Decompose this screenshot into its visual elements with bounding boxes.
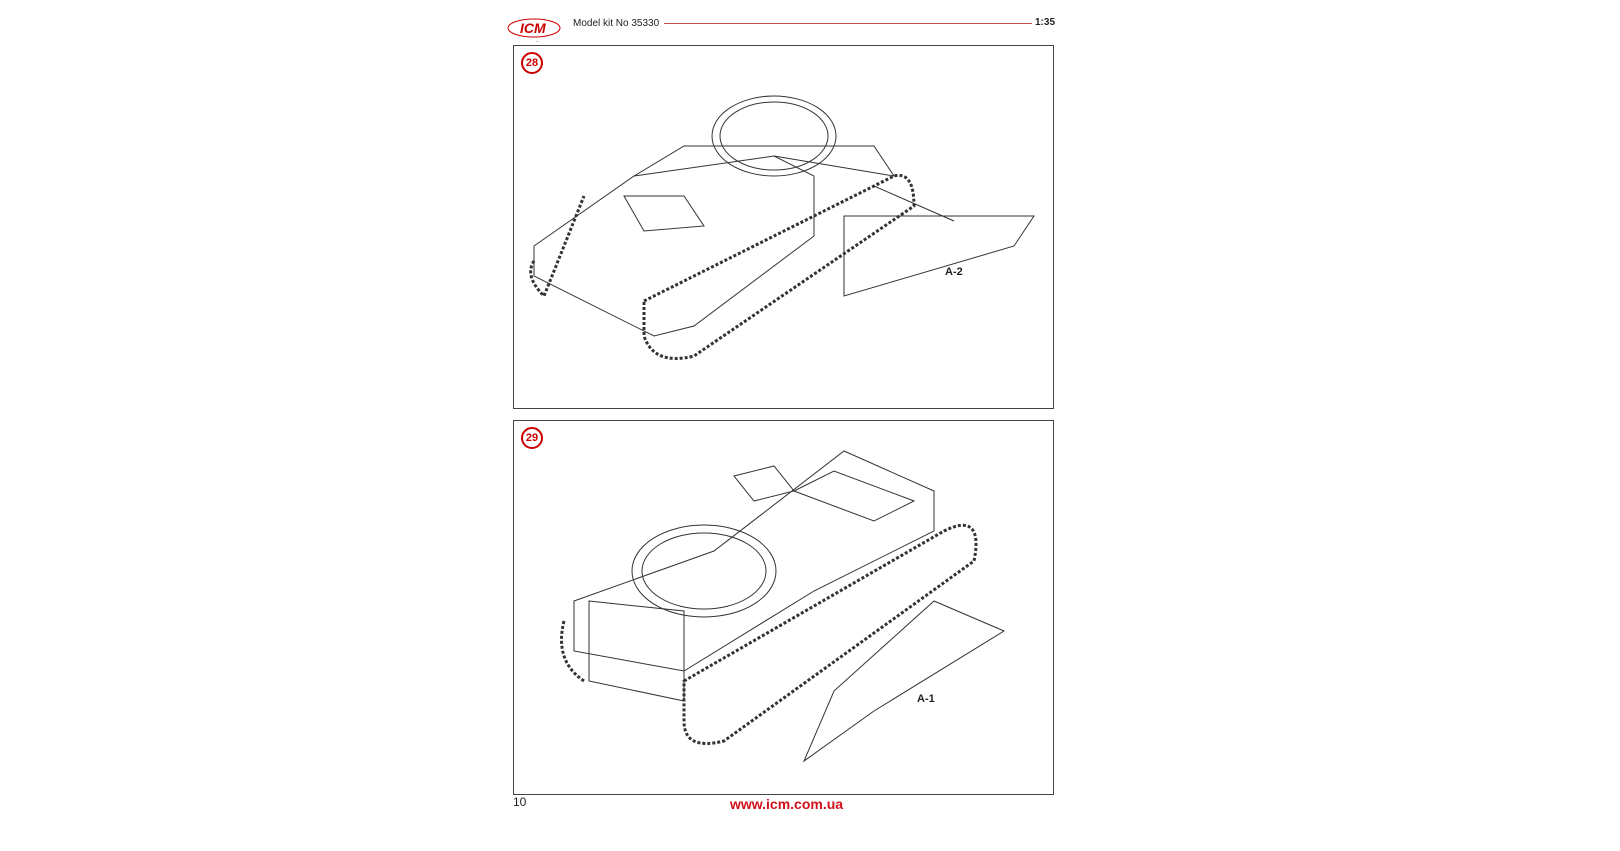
scale-label: 1:35	[1035, 17, 1056, 28]
part-label: A-1	[917, 693, 935, 705]
icm-logo: ICM ~	[506, 14, 562, 46]
header-rule	[664, 23, 1032, 24]
svg-text:ICM: ICM	[520, 20, 546, 36]
step-number-badge: 29	[521, 427, 543, 449]
website-link[interactable]: www.icm.com.ua	[730, 796, 844, 812]
step-29-panel: 29 A-1	[513, 420, 1054, 795]
part-label: A-2	[945, 266, 963, 278]
tank-illustration	[560, 450, 1006, 763]
page-number: 10	[513, 795, 527, 809]
step-28-panel: 28 A-2	[513, 45, 1054, 409]
step-number-badge: 28	[521, 52, 543, 74]
tank-illustration	[529, 95, 1035, 360]
svg-text:~: ~	[536, 40, 539, 45]
kit-number: Model kit No 35330	[573, 18, 660, 29]
